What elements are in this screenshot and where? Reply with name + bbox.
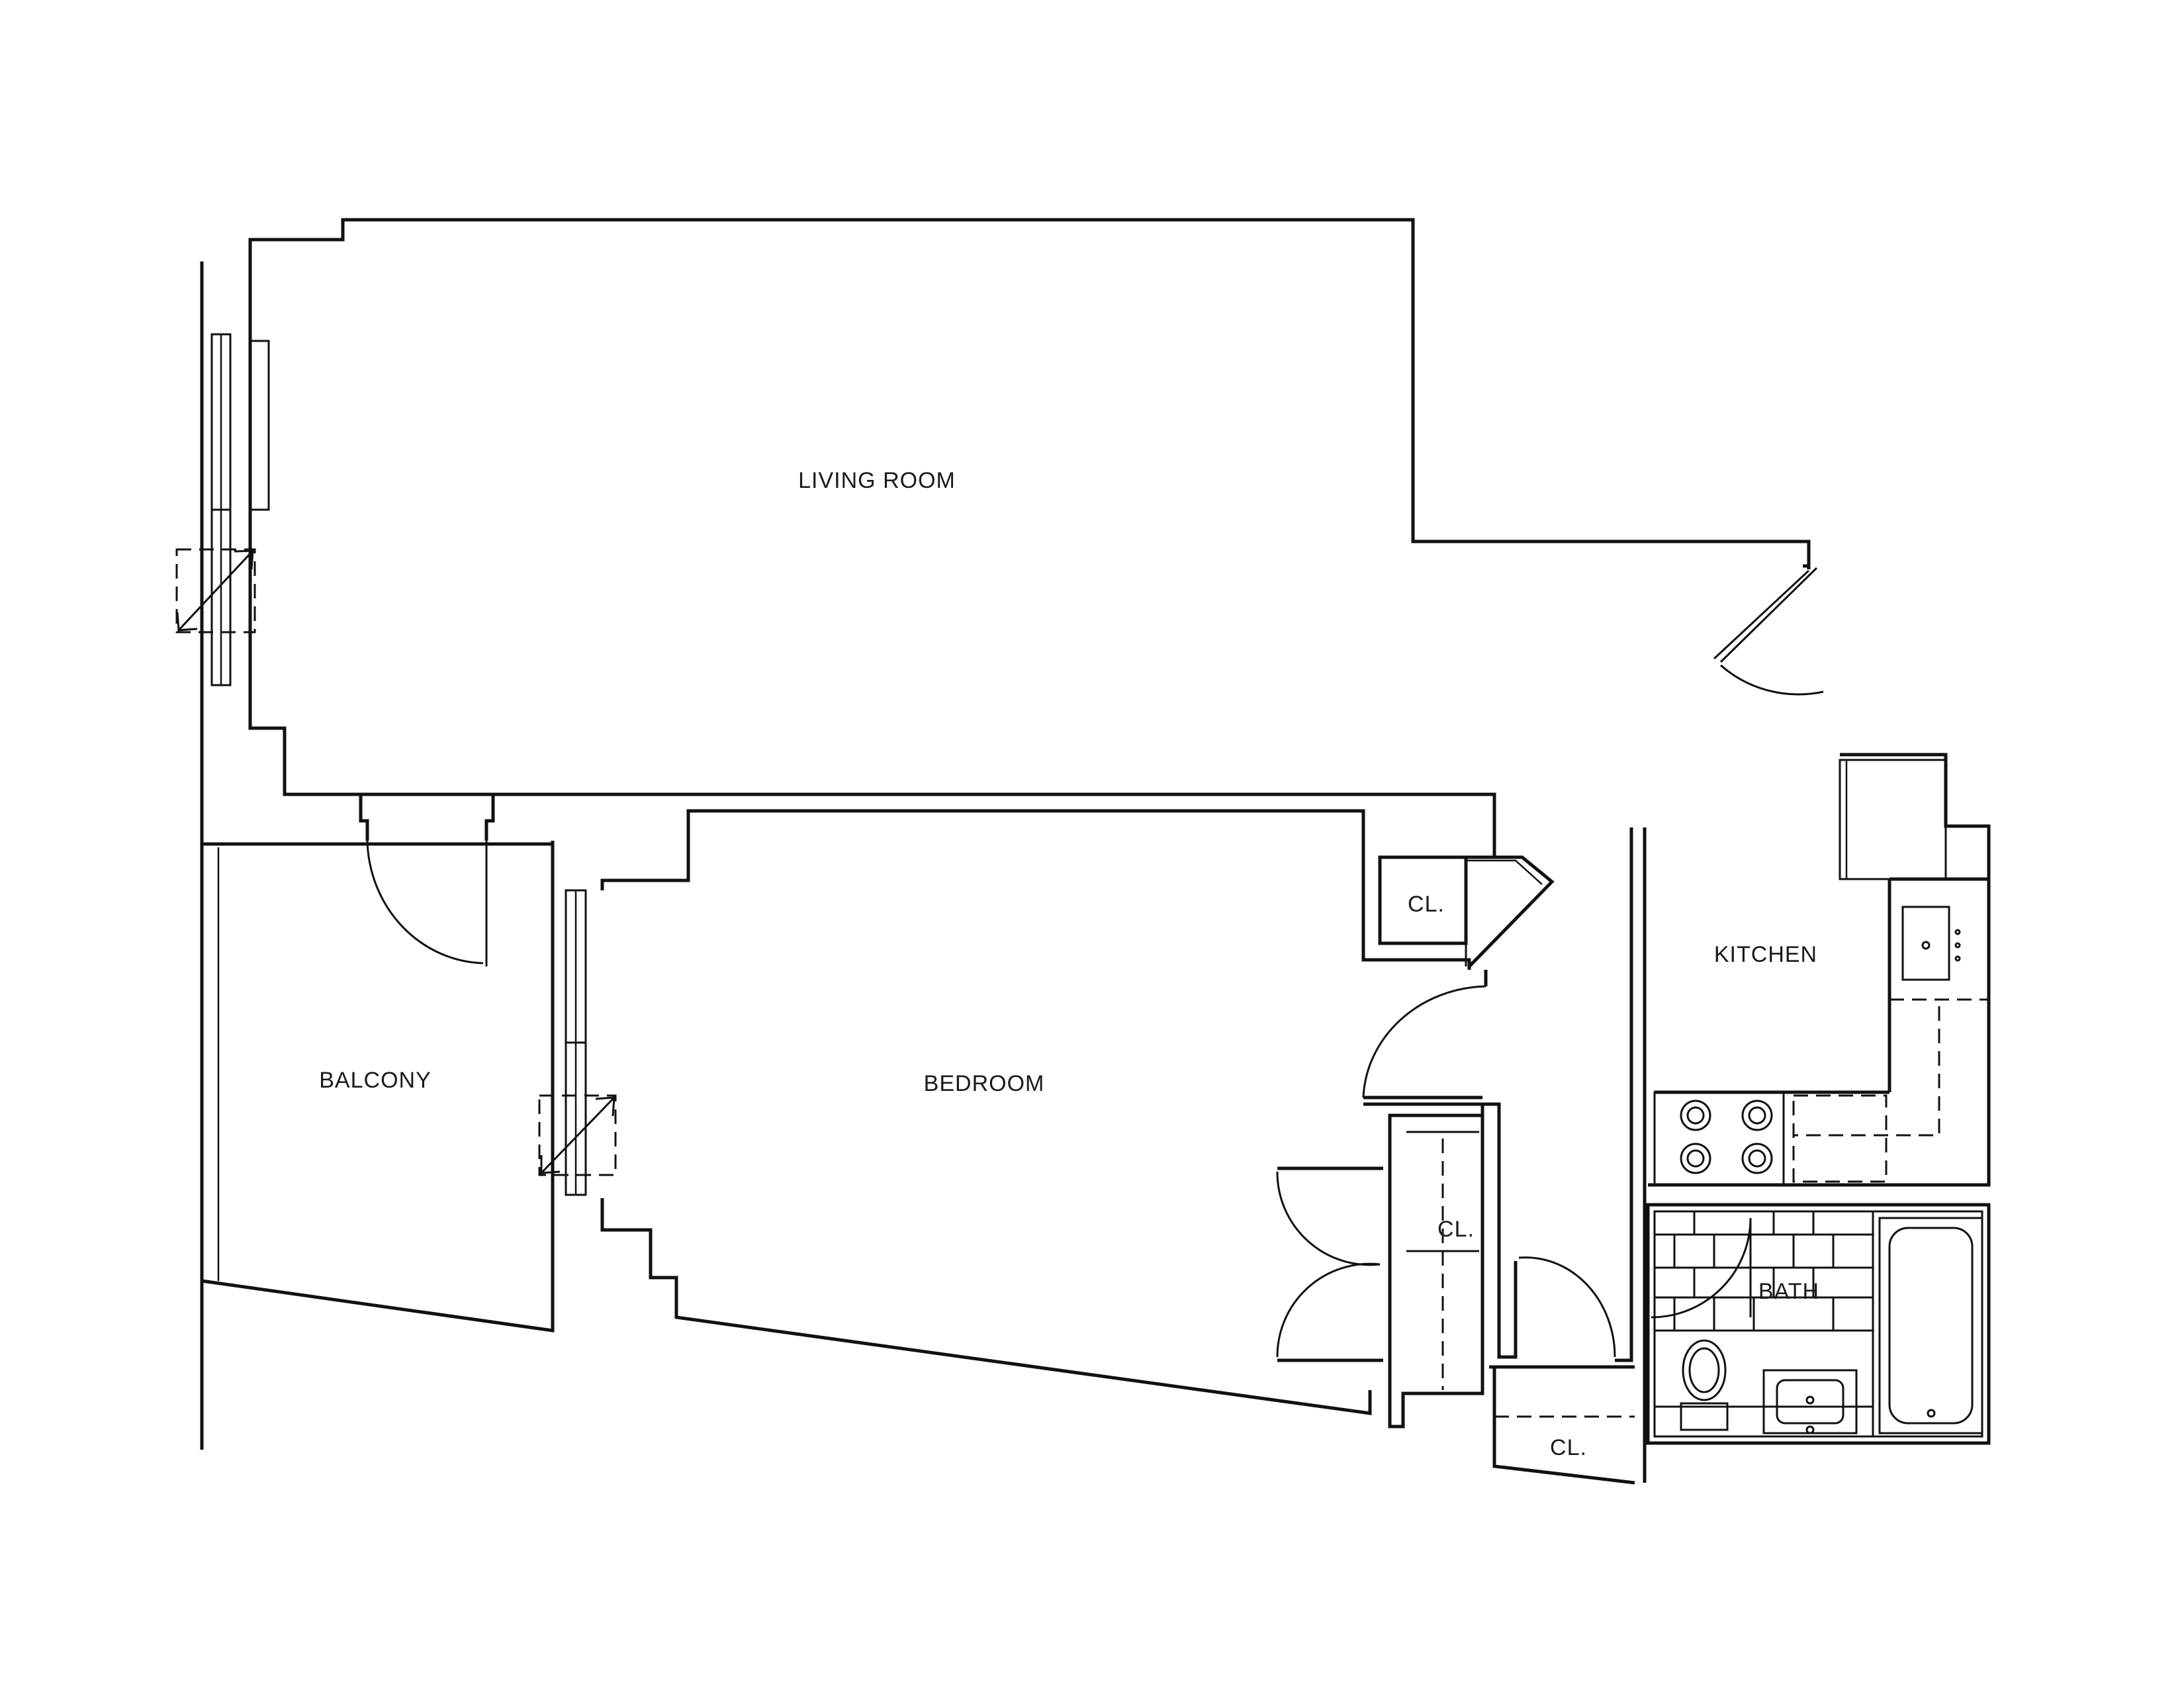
closet-2-label: CL. [1437,1217,1475,1242]
closet-3-label: CL. [1550,1435,1587,1460]
kitchen-label: KITCHEN [1714,942,1817,967]
stove [1653,1091,1785,1186]
entry-door [1713,566,1824,696]
entry-door-swing [1720,664,1824,696]
bedroom-window [538,889,617,1196]
closet-1 [1378,855,1555,968]
kitchen-sink [1901,906,1961,981]
balcony-label: BALCONY [319,1068,432,1093]
balcony-door-swing [366,840,484,964]
ac-unit-arrow [177,549,254,632]
closet-2 [1276,1104,1484,1429]
bath-door [1651,1217,1752,1319]
bedroom-label: BEDROOM [924,1071,1045,1096]
living-room [248,218,1811,858]
living-room-south-wall [248,695,1496,858]
closet-1-label: CL. [1408,892,1445,917]
dishwasher [1792,1094,1888,1183]
bedroom [551,809,1471,1415]
living-room-label: LIVING ROOM [798,468,956,493]
balcony [201,794,555,1333]
bath [1646,1203,1991,1445]
bath-sink [1762,1369,1858,1434]
kitchen [1648,753,1991,1187]
closet-2-door-upper [1276,1171,1381,1266]
closet-2-door-lower [1276,1262,1381,1358]
living-room-outline [248,218,1811,728]
ac-unit-outline [175,548,256,633]
hallway [1482,827,1647,1483]
bath-tiles [1655,1211,1874,1436]
entry-door-leaf [1719,567,1818,663]
toilet [1680,1339,1729,1431]
refrigerator [1839,759,1947,880]
west-exterior-wall [175,261,270,1450]
closet-3 [1489,1365,1635,1485]
bathtub [1878,1217,1983,1434]
bath-label: BATH [1758,1279,1819,1304]
window-radiator [249,340,270,511]
bedroom-door [1362,970,1488,1106]
